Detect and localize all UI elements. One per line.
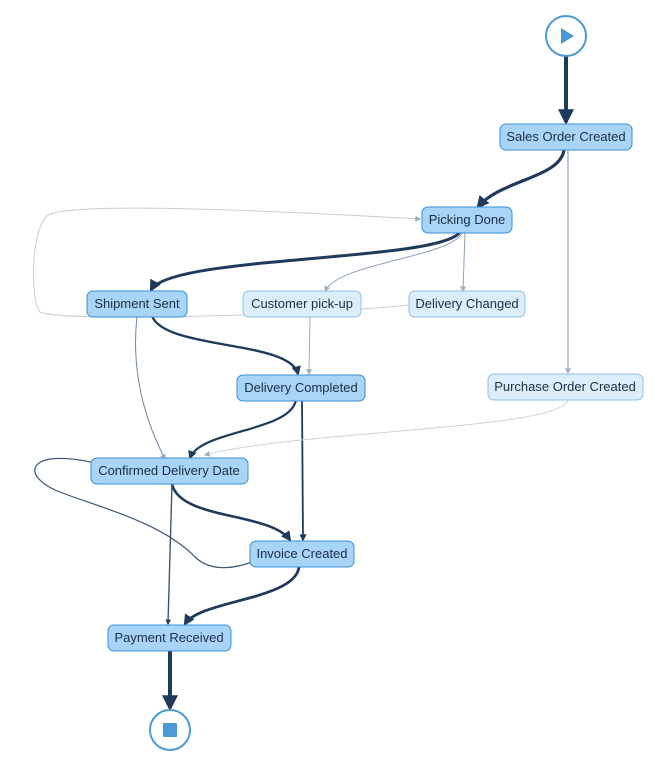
edge-invoice-created-to-confirmed-delivery-date[interactable] <box>34 457 253 569</box>
stop-icon <box>163 723 177 737</box>
node-label: Payment Received <box>114 630 223 645</box>
edge-invoice-created-to-payment-received[interactable] <box>183 566 301 626</box>
edge-picking-done-to-delivery-changed[interactable] <box>460 232 467 293</box>
edge-shipment-sent-to-confirmed-delivery-date[interactable] <box>135 315 166 461</box>
edges <box>33 56 574 712</box>
node-delivery-completed[interactable]: Delivery Completed <box>236 374 366 402</box>
node-label: Delivery Completed <box>244 380 357 395</box>
node-label: Purchase Order Created <box>494 379 636 394</box>
node-label: Shipment Sent <box>94 296 180 311</box>
node-sales-order-created[interactable]: Sales Order Created <box>499 123 633 151</box>
node-delivery-changed[interactable]: Delivery Changed <box>408 290 526 318</box>
node-invoice-created[interactable]: Invoice Created <box>249 540 355 568</box>
node-label: Invoice Created <box>256 546 347 561</box>
node-label: Picking Done <box>429 212 506 227</box>
edge-delivery-changed-to-picking-done[interactable] <box>33 207 422 318</box>
edge-sales-order-created-to-picking-done[interactable] <box>476 149 566 209</box>
node-confirmed-delivery-date[interactable]: Confirmed Delivery Date <box>90 457 249 485</box>
edge-purchase-order-created-to-confirmed-delivery-date[interactable] <box>203 399 569 457</box>
edge-shipment-sent-to-delivery-completed[interactable] <box>150 315 301 376</box>
edge-confirmed-delivery-date-to-payment-received[interactable] <box>165 483 173 626</box>
edge-picking-done-to-customer-pick-up[interactable] <box>324 231 464 293</box>
edge-delivery-completed-to-invoice-created[interactable] <box>299 399 307 542</box>
edge-customer-pick-up-to-delivery-completed[interactable] <box>306 315 313 376</box>
node-payment-received[interactable]: Payment Received <box>107 624 232 652</box>
node-label: Customer pick-up <box>251 296 353 311</box>
edge-delivery-completed-to-confirmed-delivery-date[interactable] <box>188 399 298 460</box>
node-purchase-order-created[interactable]: Purchase Order Created <box>487 373 644 401</box>
play-icon <box>561 28 574 44</box>
node-shipment-sent[interactable]: Shipment Sent <box>86 290 188 318</box>
node-picking-done[interactable]: Picking Done <box>421 206 513 234</box>
end-node[interactable] <box>149 709 191 751</box>
node-label: Sales Order Created <box>506 129 625 144</box>
node-label: Confirmed Delivery Date <box>98 463 240 478</box>
node-customer-pick-up[interactable]: Customer pick-up <box>242 290 362 318</box>
edge-picking-done-to-shipment-sent[interactable] <box>149 230 462 293</box>
node-label: Delivery Changed <box>415 296 518 311</box>
edge-confirmed-delivery-date-to-invoice-created[interactable] <box>170 483 292 542</box>
start-node[interactable] <box>545 15 587 57</box>
